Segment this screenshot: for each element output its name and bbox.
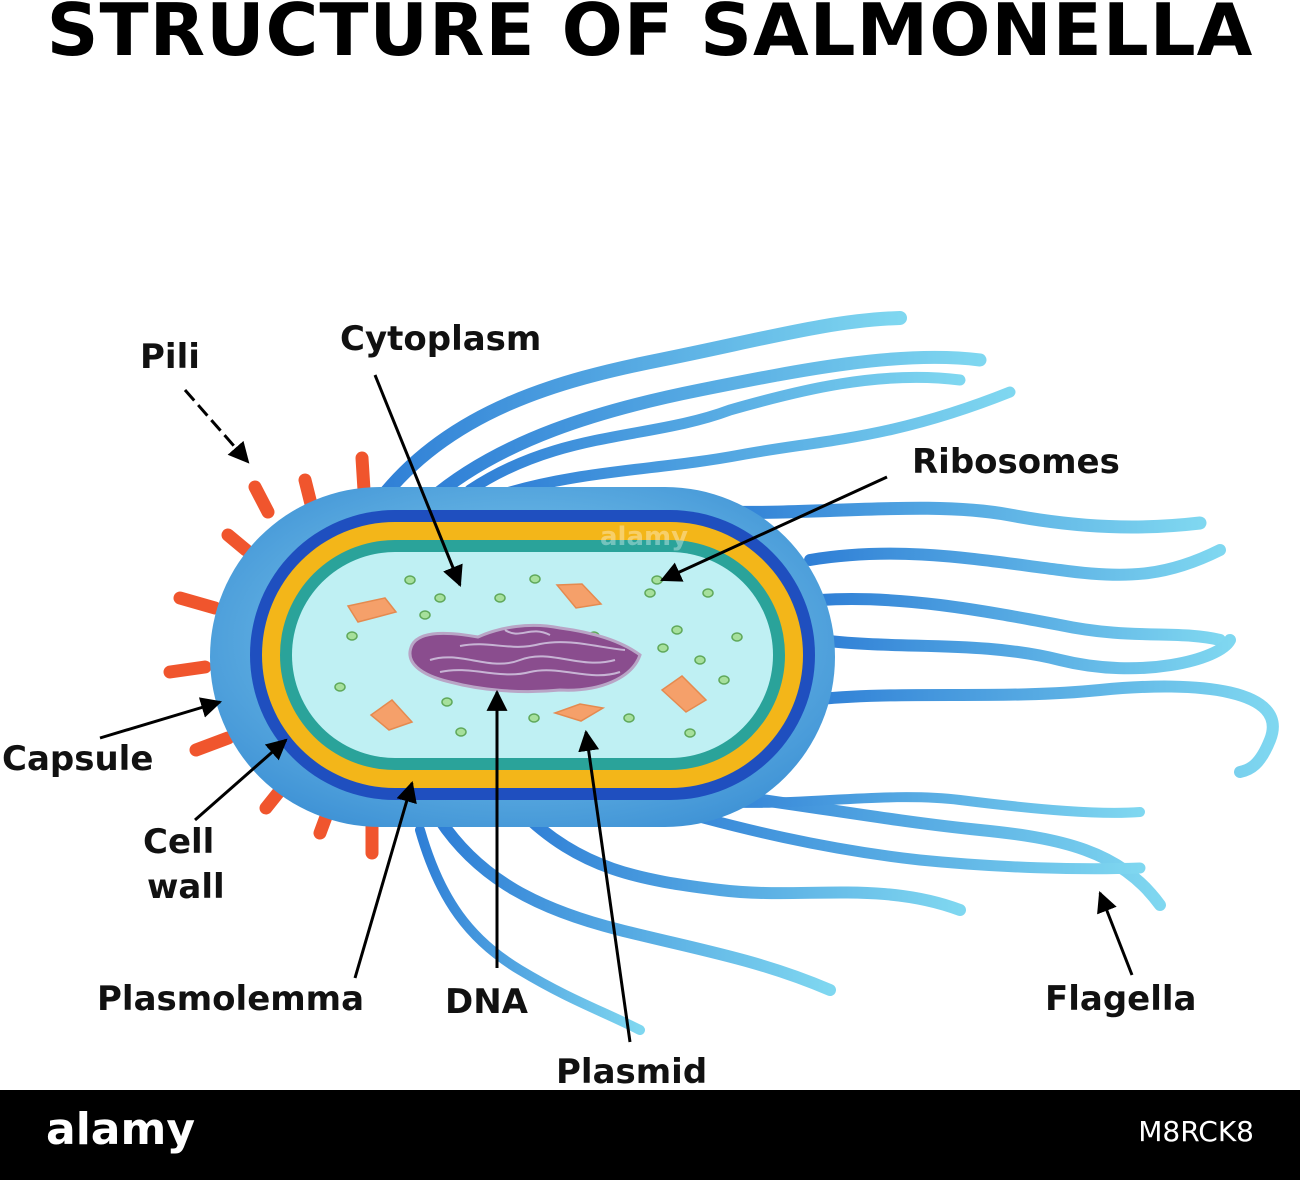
ribosome [346, 631, 358, 641]
ribosome [644, 588, 656, 598]
flagellum [423, 350, 987, 507]
ribosome [694, 655, 706, 665]
flagella [373, 311, 1279, 1035]
ribosome [623, 713, 635, 723]
ribosome [441, 697, 453, 707]
flagellum [415, 825, 645, 1035]
pilus [173, 591, 222, 615]
plasmid [555, 583, 603, 609]
flagellum [634, 794, 1146, 875]
pointer-arrows [99, 374, 1134, 1043]
watermark: alamy [600, 522, 688, 552]
ribosome [651, 575, 663, 585]
plasmid [660, 675, 708, 713]
ribosome [404, 575, 416, 585]
ribosome [528, 713, 540, 723]
pili-arrow [183, 389, 250, 464]
ribosome [657, 643, 669, 653]
footer-image-id: M8RCK8 [1138, 1115, 1254, 1148]
flagellum [804, 680, 1279, 778]
cell-wall-arrow [194, 738, 288, 822]
flagellum [713, 501, 1207, 534]
plasmolemma-arrow [353, 780, 417, 979]
ribosome [334, 682, 346, 692]
plasmid [552, 703, 606, 722]
flagellum [514, 804, 966, 916]
flagellum [464, 371, 966, 496]
pilus [221, 528, 253, 557]
ribosome [671, 625, 683, 635]
label-plasmolemma: Plasmolemma [97, 979, 365, 1019]
pilus [163, 660, 212, 679]
footer-brand: alamy [46, 1104, 195, 1155]
ribosome [494, 593, 506, 603]
label-dna: DNA [445, 982, 528, 1022]
ribosome [684, 728, 696, 738]
ribosome [731, 632, 743, 642]
plasmid-arrow [578, 729, 632, 1043]
plasmids [346, 583, 708, 731]
plasmid [346, 597, 398, 623]
flagellum [804, 544, 1226, 581]
footer-bar: alamy M8RCK8 [0, 1090, 1300, 1180]
label-flagella: Flagella [1045, 979, 1197, 1019]
flagella-arrow [1097, 891, 1134, 976]
diagram-title: STRUCTURE OF SALMONELLA [46, 0, 1254, 72]
capsule-arrow [99, 697, 223, 740]
plasmid [369, 699, 414, 731]
label-capsule: Capsule [2, 739, 154, 779]
flagellum [494, 386, 1016, 501]
pilus [355, 451, 371, 497]
ribosomes-arrow [660, 475, 888, 582]
pili [163, 451, 379, 860]
ribosome [434, 593, 446, 603]
pilus [248, 480, 275, 519]
ribosome [718, 675, 730, 685]
flagellum [814, 634, 1236, 675]
ribosome [419, 610, 431, 620]
label-plasmid: Plasmid [556, 1052, 708, 1092]
label-cell-wall-line2: wall [147, 867, 225, 907]
flagellum [434, 814, 836, 996]
ribosome [702, 588, 714, 598]
label-pili: Pili [140, 337, 200, 377]
flagellum [814, 593, 1226, 646]
ribosome [529, 574, 541, 584]
cytoplasm-arrow [373, 374, 463, 587]
pilus [189, 731, 235, 757]
dna-nucleoid [408, 623, 642, 694]
flagellum [695, 792, 1145, 818]
label-cytoplasm: Cytoplasm [340, 319, 542, 359]
salmonella-diagram: alamy [99, 311, 1279, 1043]
flagellum [373, 311, 907, 507]
label-ribosomes: Ribosomes [912, 442, 1120, 482]
ribosome [455, 727, 467, 737]
label-cell-wall-line1: Cell [143, 822, 215, 862]
